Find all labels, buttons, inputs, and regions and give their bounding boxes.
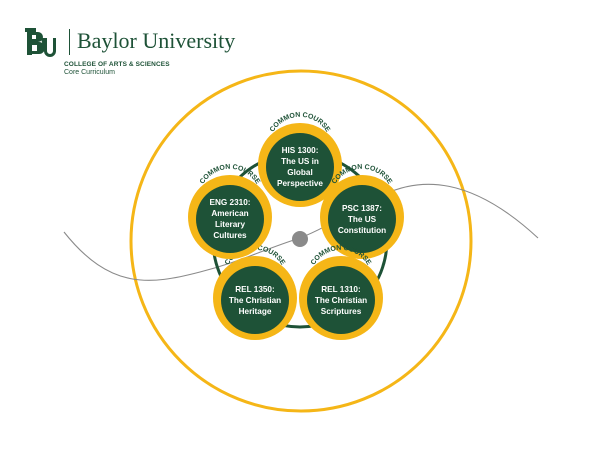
course-rel-1310[interactable]: COMMON COURSE bbox=[299, 245, 383, 340]
course-his-1300[interactable]: COMMON COURSE bbox=[258, 112, 342, 207]
logo-divider bbox=[69, 29, 70, 55]
course-eng-2310[interactable]: COMMON COURSE bbox=[188, 164, 272, 259]
college-name: COLLEGE OF ARTS & SCIENCES bbox=[64, 61, 170, 68]
center-hub bbox=[292, 231, 308, 247]
curriculum-subtitle: Core Curriculum bbox=[64, 69, 115, 76]
outer-ring bbox=[129, 69, 473, 413]
baylor-bu-monogram-icon bbox=[25, 28, 56, 57]
course-rel-1350[interactable]: COMMON COURSE bbox=[213, 245, 297, 340]
university-wordmark: Baylor University bbox=[77, 28, 236, 53]
course-psc-1387[interactable]: COMMON COURSE bbox=[320, 164, 404, 259]
